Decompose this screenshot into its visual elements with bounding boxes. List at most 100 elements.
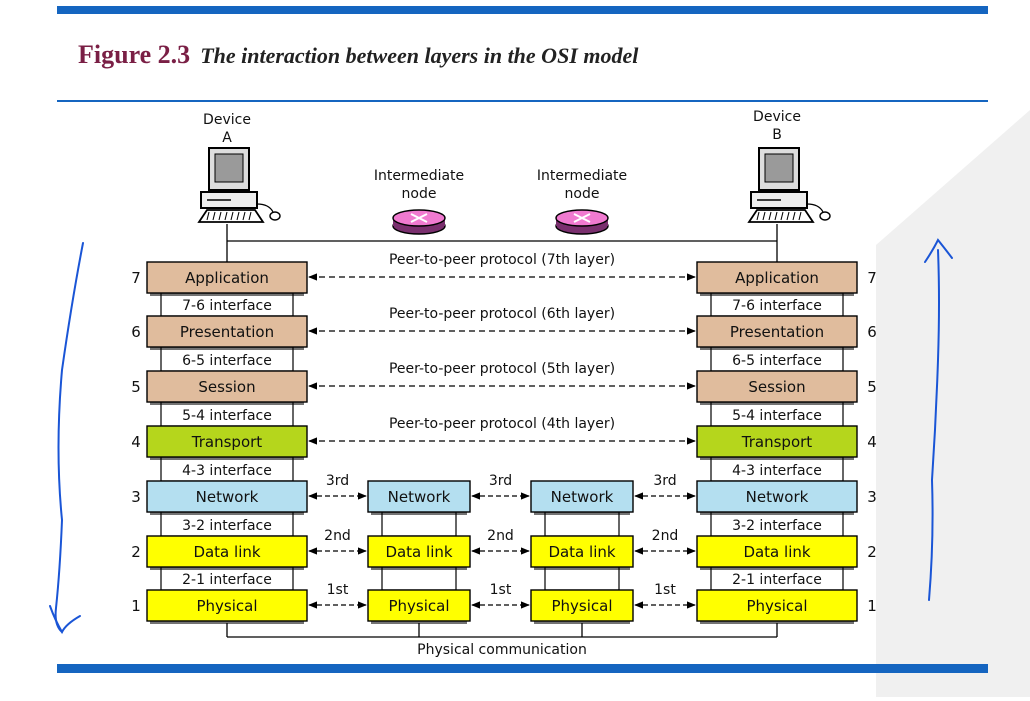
device-b-computer-icon-screen	[764, 153, 794, 183]
device-b-computer-icon-key	[774, 211, 778, 221]
device-b-computer-icon-mouse-cable	[806, 203, 824, 213]
device-a-title: Device	[203, 112, 251, 128]
device-a-layer-2-box	[146, 535, 308, 568]
device-a-layer-3-box	[146, 480, 308, 513]
device-b-layer-7-label: Application	[735, 269, 819, 287]
device-b-layer-6-box	[696, 315, 858, 348]
device-b-title: Device	[753, 109, 801, 125]
device-a-interface-label: 7-6 interface	[182, 298, 272, 314]
device-a-computer-icon-key	[206, 211, 210, 221]
peer-protocol-label: Peer-to-peer protocol (7th layer)	[389, 252, 615, 268]
device-a-interface-label: 4-3 interface	[182, 463, 272, 479]
device-b-computer-icon-key	[768, 211, 772, 221]
device-a-layer-3-shadow	[150, 512, 304, 515]
layer-number-right: 2	[867, 543, 877, 561]
device-b-computer-icon-key	[792, 211, 796, 221]
device-a-letter: A	[222, 130, 232, 146]
device-a-layer-4-label: Transport	[191, 433, 263, 451]
figure-label: Figure 2.3	[78, 40, 191, 69]
device-b-interface-label: 7-6 interface	[732, 298, 822, 314]
device-a-computer-icon-keyboard	[197, 209, 265, 223]
device-a-computer-icon-key	[236, 211, 240, 221]
device-a-layer-6-shadow	[150, 347, 304, 350]
node-1-layer-3-shadow	[371, 512, 467, 515]
device-a-layer-1-box	[146, 589, 308, 622]
hop-label: 3rd	[489, 473, 512, 489]
layer-number-left: 3	[131, 488, 141, 506]
device-b-layer-2-shadow	[700, 567, 854, 570]
device-b-layer-4-label: Transport	[741, 433, 813, 451]
down-annotation-stroke	[54, 242, 84, 633]
layer-number-left: 7	[131, 269, 141, 287]
layer-number-left: 6	[131, 323, 141, 341]
device-a-layer-5-shadow	[150, 402, 304, 405]
device-b-layer-6-shadow	[700, 347, 854, 350]
physical-communication-label: Physical communication	[417, 642, 587, 658]
down-annotation-arrowhead	[49, 605, 81, 635]
device-b-computer-icon-key	[756, 211, 760, 221]
intermediate-node-subtitle: node	[402, 186, 437, 202]
layer-number-left: 2	[131, 543, 141, 561]
top-accent-bar	[57, 6, 988, 14]
device-b-layer-5-box	[696, 370, 858, 403]
figure-caption: The interaction between layers in the OS…	[200, 43, 639, 68]
device-a-interface-label: 3-2 interface	[182, 518, 272, 534]
device-a-computer-icon-key	[224, 211, 228, 221]
device-a-computer-icon-screen	[214, 153, 244, 183]
device-a-computer-icon-key	[230, 211, 234, 221]
device-b-interface-label: 4-3 interface	[732, 463, 822, 479]
device-b-computer-icon	[747, 147, 831, 223]
device-b-computer-icon-key	[786, 211, 790, 221]
device-a-layer-2-label: Data link	[193, 543, 260, 561]
device-a-layer-6-label: Presentation	[180, 323, 274, 341]
figure-title: Figure 2.3 The interaction between layer…	[78, 40, 638, 70]
peer-protocol-label: Peer-to-peer protocol (4th layer)	[389, 416, 615, 432]
hop-label: 1st	[490, 582, 512, 598]
layer-number-right: 1	[867, 597, 877, 615]
device-a-computer-icon-key	[212, 211, 216, 221]
node-1-layer-1-shadow	[371, 621, 467, 624]
device-a-layer-1-shadow	[150, 621, 304, 624]
device-a-computer-icon-key	[242, 211, 246, 221]
node-2-layer-3-label: Network	[551, 488, 614, 506]
hop-label: 2nd	[652, 528, 679, 544]
device-b-layer-3-box	[696, 480, 858, 513]
device-a-layer-4-shadow	[150, 457, 304, 460]
device-b-interface-label: 3-2 interface	[732, 518, 822, 534]
layer-number-right: 5	[867, 378, 877, 396]
node-2-layer-1-label: Physical	[551, 597, 612, 615]
device-a-layer-5-label: Session	[198, 378, 255, 396]
device-a-computer-icon-mouse	[269, 211, 281, 221]
peer-protocol-label: Peer-to-peer protocol (6th layer)	[389, 306, 615, 322]
device-a-computer-icon-mouse-cable	[256, 203, 274, 213]
device-a-interface-cell	[160, 511, 294, 537]
hop-label: 3rd	[653, 473, 676, 489]
device-b-layer-3-shadow	[700, 512, 854, 515]
device-a-layer-1-label: Physical	[196, 597, 257, 615]
device-b-letter: B	[772, 127, 782, 143]
device-b-computer-icon-key	[798, 211, 802, 221]
device-b-layer-5-label: Session	[748, 378, 805, 396]
intermediate-node-2-router-icon-cross-b	[573, 213, 591, 223]
up-annotation-stroke	[928, 249, 940, 601]
device-a-interface-label: 5-4 interface	[182, 408, 272, 424]
node-1-connector	[381, 511, 457, 537]
intermediate-node-title: Intermediate	[374, 168, 464, 184]
hop-label: 1st	[654, 582, 676, 598]
device-a-layer-2-shadow	[150, 567, 304, 570]
device-b-interface-cell	[710, 346, 844, 372]
device-a-interface-cell	[160, 456, 294, 482]
device-a-interface-label: 2-1 interface	[182, 572, 272, 588]
node-1-layer-3-label: Network	[388, 488, 451, 506]
device-b-computer-icon-key	[780, 211, 784, 221]
device-b-layer-1-shadow	[700, 621, 854, 624]
intermediate-node-1-router-icon	[392, 209, 446, 235]
node-2-connector	[544, 566, 620, 591]
node-2-layer-3-shadow	[534, 512, 630, 515]
node-2-layer-1-shadow	[534, 621, 630, 624]
device-a-interface-label: 6-5 interface	[182, 353, 272, 369]
device-b-interface-label: 2-1 interface	[732, 572, 822, 588]
node-2-layer-2-shadow	[534, 567, 630, 570]
device-a-layer-6-box	[146, 315, 308, 348]
